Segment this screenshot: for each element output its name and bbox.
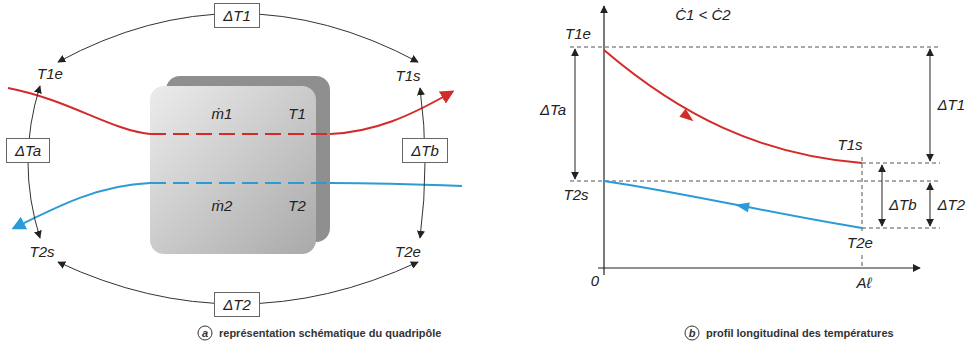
temperature-label: T1e: [563, 25, 593, 42]
caption-text: représentation schématique du quadripôle: [217, 327, 444, 339]
temperature-profiles: [604, 50, 862, 228]
stream-symbol: ṁ1: [212, 105, 233, 122]
temperature-label: T2e: [845, 234, 875, 251]
difference-box: ΔT2: [214, 292, 260, 317]
plot-axes: [598, 6, 920, 275]
difference-name: ΔTa: [15, 142, 41, 159]
stream-symbol: T2: [288, 197, 306, 214]
temperature-label: T2e: [393, 243, 423, 260]
temperature-label: T2s: [27, 243, 56, 260]
stream-symbol: T1: [288, 105, 306, 122]
temperature-label: T1s: [393, 67, 422, 84]
difference-box: ΔT1: [214, 3, 260, 28]
stream-symbol: ṁ2: [212, 197, 233, 214]
exchanger-block: ṁ1 T1 ṁ2 T2: [146, 76, 336, 258]
capacity-relation: Ċ1 < Ċ2: [673, 6, 732, 23]
axis-label: Aℓ: [855, 274, 874, 291]
flow-arrow: [734, 200, 750, 212]
difference-label: ΔT2: [935, 196, 967, 213]
difference-label: ΔTa: [538, 101, 568, 118]
difference-arcs: [28, 14, 425, 305]
temperature-label: T1s: [835, 136, 864, 153]
block-shape: [146, 76, 336, 258]
temperature-label: T2s: [561, 186, 590, 203]
guide-lines: [570, 47, 940, 266]
difference-name: ΔTb: [411, 142, 439, 159]
difference-box: ΔTa: [6, 138, 50, 163]
difference-label: ΔT1: [935, 96, 967, 113]
temperature-label: T1e: [35, 65, 65, 82]
dimension-arrows: [575, 49, 930, 226]
difference-name: ΔT2: [223, 296, 251, 313]
caption-letter: b: [689, 327, 696, 339]
difference-name: ΔT1: [223, 7, 251, 24]
caption-circle: [198, 326, 699, 340]
difference-label: ΔTb: [887, 196, 919, 213]
difference-box: ΔTb: [402, 138, 448, 163]
caption-letter: a: [202, 327, 208, 339]
flow-arrow: [679, 109, 696, 125]
caption-text: profil longitudinal des températures: [704, 327, 896, 339]
axis-origin: 0: [589, 272, 601, 289]
